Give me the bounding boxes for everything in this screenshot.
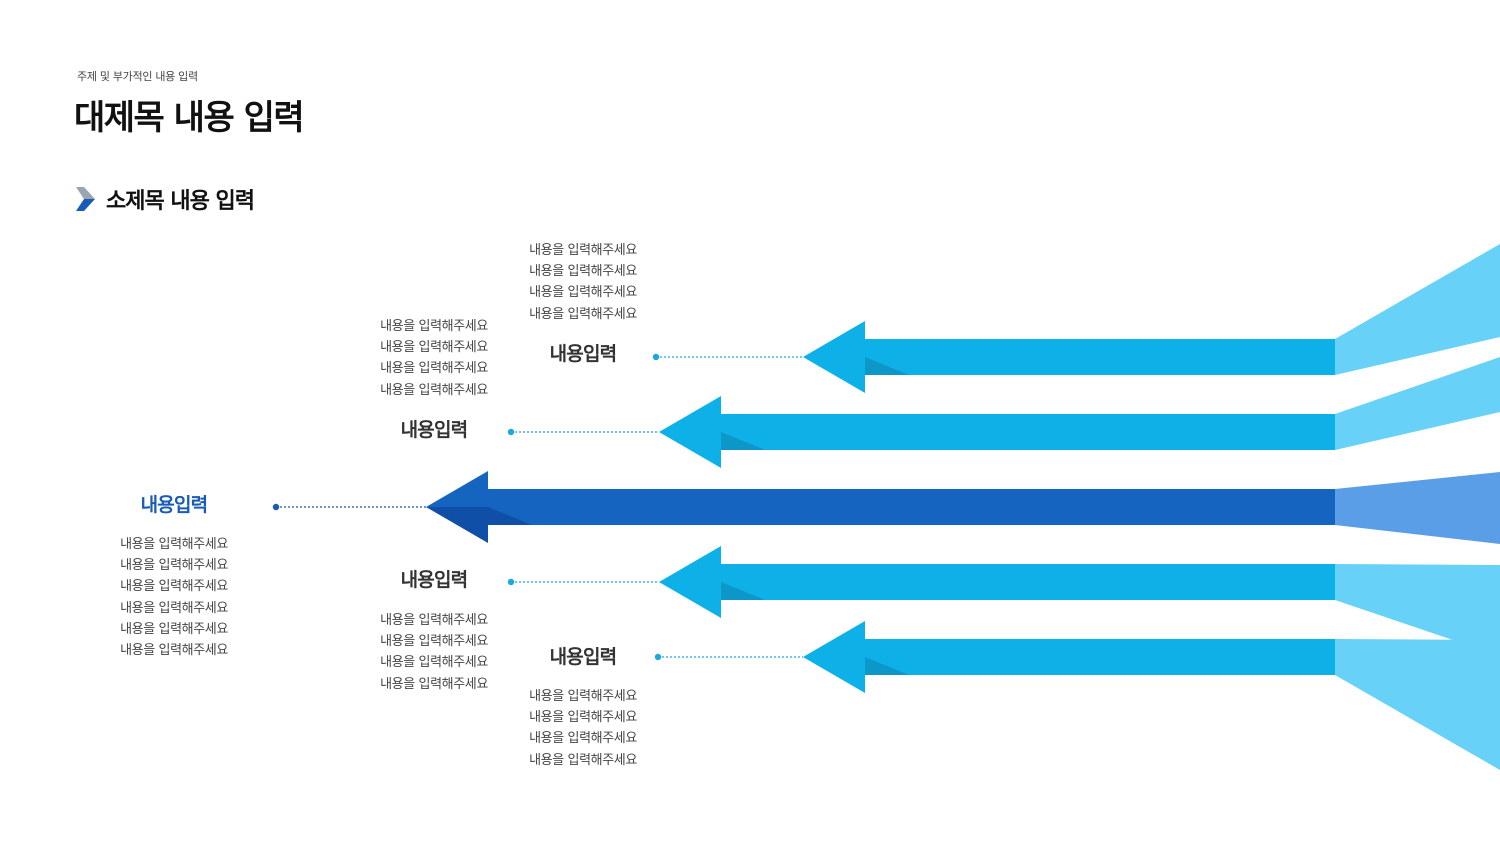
desc-line: 내용을 입력해주세요 (529, 243, 637, 258)
connector-dot-1 (652, 353, 660, 361)
section-title: 소제목 내용 입력 (106, 189, 255, 214)
connector-dot-4 (507, 578, 515, 586)
desc-line: 내용을 입력해주세요 (380, 340, 488, 356)
desc-line: 내용을 입력해주세요 (380, 319, 488, 334)
arrow-head-bottom-1 (803, 357, 865, 393)
arrow-desc-2: 내용을 입력해주세요 내용을 입력해주세요 내용을 입력해주세요 내용을 입력해… (344, 316, 524, 401)
arrow-shaft-5 (865, 639, 1335, 675)
desc-line: 내용을 입력해주세요 (529, 752, 637, 768)
desc-line: 내용을 입력해주세요 (380, 634, 488, 650)
chevron-right-icon (76, 187, 95, 211)
arrow-fan-3 (1335, 472, 1500, 544)
arrow-head-bottom-2 (659, 432, 721, 468)
section-heading: 소제목 내용 입력 (76, 184, 255, 214)
desc-line: 내용을 입력해주세요 (120, 537, 228, 552)
arrow-head-top-1 (803, 321, 865, 357)
arrow-fan-5 (1335, 639, 1500, 770)
arrow-shaft-1 (865, 339, 1335, 375)
arrow-label-2: 내용입력 (400, 419, 469, 441)
arrow-desc-4: 내용을 입력해주세요 내용을 입력해주세요 내용을 입력해주세요 내용을 입력해… (344, 610, 524, 695)
desc-line: 내용을 입력해주세요 (380, 382, 488, 398)
arrow-desc-5: 내용을 입력해주세요 내용을 입력해주세요 내용을 입력해주세요 내용을 입력해… (493, 686, 673, 771)
desc-line: 내용을 입력해주세요 (380, 613, 488, 628)
arrow-head-bottom-3 (426, 507, 488, 543)
arrow-shadow-2 (721, 432, 765, 450)
desc-line: 내용을 입력해주세요 (120, 600, 228, 616)
desc-line: 내용을 입력해주세요 (380, 655, 488, 671)
arrow-fan-4 (1335, 564, 1500, 656)
desc-line: 내용을 입력해주세요 (120, 579, 228, 595)
desc-line: 내용을 입력해주세요 (529, 285, 637, 301)
header-subtitle: 주제 및 부가적인 내용 입력 (77, 70, 198, 83)
arrow-head-top-5 (803, 621, 865, 657)
arrow-shaft-2 (721, 414, 1335, 450)
arrow-shadow-4 (721, 582, 765, 600)
arrow-fan-1 (1335, 244, 1500, 375)
arrow-shadow-5 (865, 657, 909, 675)
arrow-label-5: 내용입력 (549, 646, 618, 668)
desc-line: 내용을 입력해주세요 (120, 558, 228, 574)
desc-line: 내용을 입력해주세요 (529, 689, 637, 704)
desc-line: 내용을 입력해주세요 (380, 361, 488, 377)
desc-line: 내용을 입력해주세요 (529, 731, 637, 747)
arrow-head-top-4 (659, 546, 721, 582)
arrow-shadow-3 (488, 507, 532, 525)
desc-line: 내용을 입력해주세요 (529, 306, 637, 322)
arrow-shaft-3 (488, 489, 1335, 525)
connector-dot-3 (272, 503, 280, 511)
arrow-desc-3: 내용을 입력해주세요 내용을 입력해주세요 내용을 입력해주세요 내용을 입력해… (84, 534, 264, 661)
arrow-label-1: 내용입력 (549, 343, 618, 365)
desc-line: 내용을 입력해주세요 (380, 676, 488, 692)
arrow-label-4: 내용입력 (400, 569, 469, 591)
arrow-desc-1: 내용을 입력해주세요 내용을 입력해주세요 내용을 입력해주세요 내용을 입력해… (493, 240, 673, 325)
desc-line: 내용을 입력해주세요 (120, 642, 228, 658)
connector-dot-2 (507, 428, 515, 436)
arrow-head-bottom-5 (803, 657, 865, 693)
arrow-label-3: 내용입력 (140, 494, 209, 516)
desc-line: 내용을 입력해주세요 (529, 710, 637, 726)
desc-line: 내용을 입력해주세요 (529, 264, 637, 280)
page-title: 대제목 내용 입력 (74, 98, 305, 138)
connector-dot-5 (654, 653, 662, 661)
arrow-head-top-3 (426, 471, 488, 507)
arrow-head-top-2 (659, 396, 721, 432)
arrow-fan-2 (1335, 357, 1500, 450)
arrow-shaft-4 (721, 564, 1335, 600)
arrow-head-bottom-4 (659, 582, 721, 618)
desc-line: 내용을 입력해주세요 (120, 621, 228, 637)
arrow-shadow-1 (865, 357, 909, 375)
